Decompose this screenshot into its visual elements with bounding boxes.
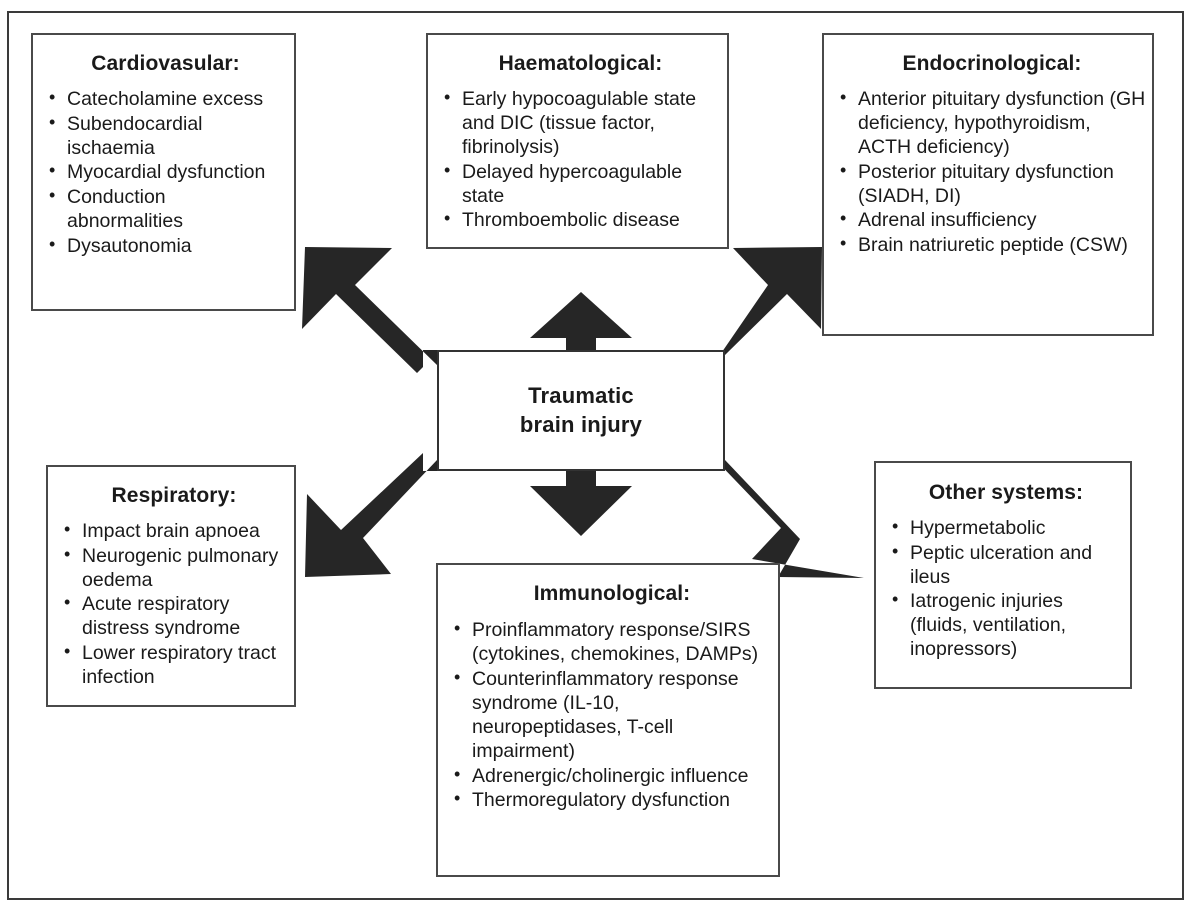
list-item: Acute respiratory distress syndrome (62, 591, 286, 640)
center-node-line1: Traumatic (528, 383, 634, 409)
box-endocrinological-title: Endocrinological: (902, 52, 1082, 75)
box-respiratory-list: Impact brain apnoea Neurogenic pulmonary… (62, 518, 286, 689)
list-item: Anterior pituitary dysfunction (GH defic… (838, 86, 1146, 159)
box-haematological-list: Early hypocoagulable state and DIC (tiss… (442, 86, 719, 232)
box-other-systems: Other systems: Hypermetabolic Peptic ulc… (874, 461, 1132, 689)
box-cardiovascular: Cardiovasular: Catecholamine excess Sube… (31, 33, 296, 311)
list-item: Thromboembolic disease (442, 207, 719, 232)
list-item: Thermoregulatory dysfunction (452, 787, 772, 812)
list-item: Conduction abnormalities (47, 184, 284, 233)
list-item: Counterinflammatory response syndrome (I… (452, 666, 772, 763)
list-item: Subendocardial ischaemia (47, 111, 284, 160)
list-item: Impact brain apnoea (62, 518, 286, 543)
box-endocrinological: Endocrinological: Anterior pituitary dys… (822, 33, 1154, 336)
list-item: Brain natriuretic peptide (CSW) (838, 232, 1146, 257)
list-item: Hypermetabolic (890, 515, 1122, 540)
list-item: Neurogenic pulmonary oedema (62, 543, 286, 592)
list-item: Posterior pituitary dysfunction (SIADH, … (838, 159, 1146, 208)
list-item: Lower respiratory tract infection (62, 640, 286, 689)
list-item: Proinflammatory response/SIRS (cytokines… (452, 617, 772, 666)
box-endocrinological-list: Anterior pituitary dysfunction (GH defic… (838, 86, 1146, 257)
box-haematological-title: Haematological: (498, 52, 663, 75)
box-immunological-title: Immunological: (533, 582, 691, 605)
list-item: Adrenal insufficiency (838, 207, 1146, 232)
box-haematological: Haematological: Early hypocoagulable sta… (426, 33, 729, 249)
box-immunological-list: Proinflammatory response/SIRS (cytokines… (452, 617, 772, 812)
box-immunological: Immunological: Proinflammatory response/… (436, 563, 780, 877)
center-node-label: Traumatic brain injury (520, 382, 642, 438)
box-cardiovascular-title: Cardiovasular: (91, 52, 240, 75)
list-item: Adrenergic/cholinergic influence (452, 763, 772, 788)
list-item: Iatrogenic injuries (fluids, ventilation… (890, 588, 1122, 661)
box-cardiovascular-list: Catecholamine excess Subendocardial isch… (47, 86, 284, 258)
list-item: Peptic ulceration and ileus (890, 540, 1122, 589)
list-item: Delayed hypercoagulable state (442, 159, 719, 208)
center-node-traumatic-brain-injury: Traumatic brain injury (437, 350, 725, 471)
list-item: Myocardial dysfunction (47, 159, 284, 184)
list-item: Early hypocoagulable state and DIC (tiss… (442, 86, 719, 159)
box-other-systems-title: Other systems: (928, 481, 1084, 504)
list-item: Catecholamine excess (47, 86, 284, 111)
box-other-systems-list: Hypermetabolic Peptic ulceration and ile… (890, 515, 1122, 661)
box-respiratory: Respiratory: Impact brain apnoea Neuroge… (46, 465, 296, 707)
center-node-line2: brain injury (519, 411, 643, 437)
list-item: Dysautonomia (47, 233, 284, 258)
box-respiratory-title: Respiratory: (111, 484, 237, 507)
